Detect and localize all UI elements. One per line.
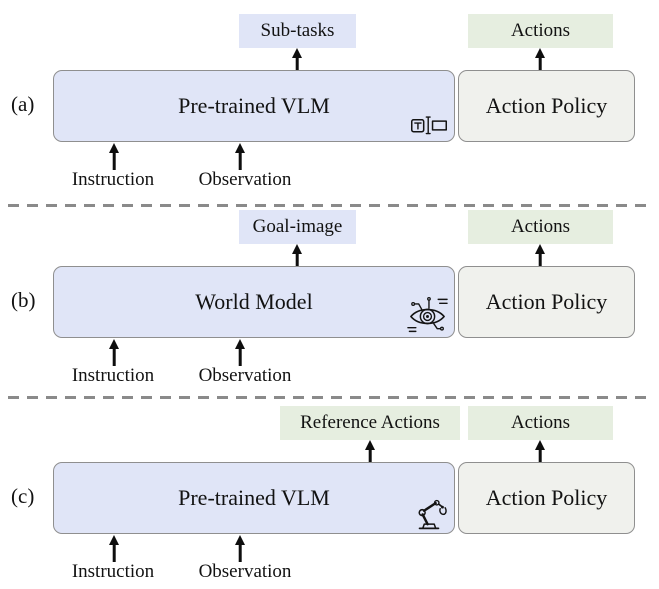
dashed-divider (8, 396, 651, 399)
output-label-subtasks: Sub-tasks (239, 14, 356, 48)
input-label-instruction: Instruction (71, 169, 155, 190)
main-box-vlm: Pre-trained VLM (53, 70, 455, 142)
main-box-vlm: Pre-trained VLM (53, 462, 455, 534)
panel-letter: (b) (11, 288, 36, 312)
arrow-actions (534, 440, 546, 463)
arrow-actions (534, 244, 546, 267)
dashed-divider (8, 204, 651, 207)
main-box-label: World Model (195, 289, 313, 314)
output-label-reference-actions: Reference Actions (280, 406, 460, 440)
panel-letter: (c) (11, 484, 35, 508)
policy-box-label: Action Policy (485, 93, 608, 118)
arrow-output (364, 440, 376, 463)
machine-vision-icon (405, 295, 450, 336)
arrow-instruction (108, 143, 120, 170)
arrow-observation (234, 143, 246, 170)
panel-b: (b) Goal-image Actions World Model (0, 196, 659, 392)
arrow-observation (234, 535, 246, 562)
input-label-observation: Observation (198, 561, 292, 582)
panel-c: (c) Reference Actions Actions Pre-traine… (0, 392, 659, 589)
policy-box-label: Action Policy (485, 485, 608, 510)
input-label-instruction: Instruction (71, 561, 155, 582)
arrow-instruction (108, 535, 120, 562)
panel-letter: (a) (11, 92, 35, 116)
input-label-instruction: Instruction (71, 365, 155, 386)
arrow-actions (534, 48, 546, 71)
output-label-actions: Actions (468, 210, 613, 244)
policy-box-label: Action Policy (485, 289, 608, 314)
panel-a: (a) Sub-tasks Actions Pre-trained VLM Ac… (0, 0, 659, 196)
action-policy-box: Action Policy (458, 266, 635, 338)
text-prompt-icon (410, 114, 448, 137)
output-label-goal-image: Goal-image (239, 210, 356, 244)
arrow-observation (234, 339, 246, 366)
arrow-instruction (108, 339, 120, 366)
main-box-world-model: World Model (53, 266, 455, 338)
input-label-observation: Observation (198, 365, 292, 386)
output-label-actions: Actions (468, 14, 613, 48)
robot-arm-icon (410, 495, 448, 531)
arrow-output (291, 244, 303, 267)
main-box-label: Pre-trained VLM (178, 485, 330, 510)
main-box-label: Pre-trained VLM (178, 93, 330, 118)
action-policy-box: Action Policy (458, 70, 635, 142)
action-policy-box: Action Policy (458, 462, 635, 534)
input-label-observation: Observation (198, 169, 292, 190)
output-label-actions: Actions (468, 406, 613, 440)
arrow-output (291, 48, 303, 71)
